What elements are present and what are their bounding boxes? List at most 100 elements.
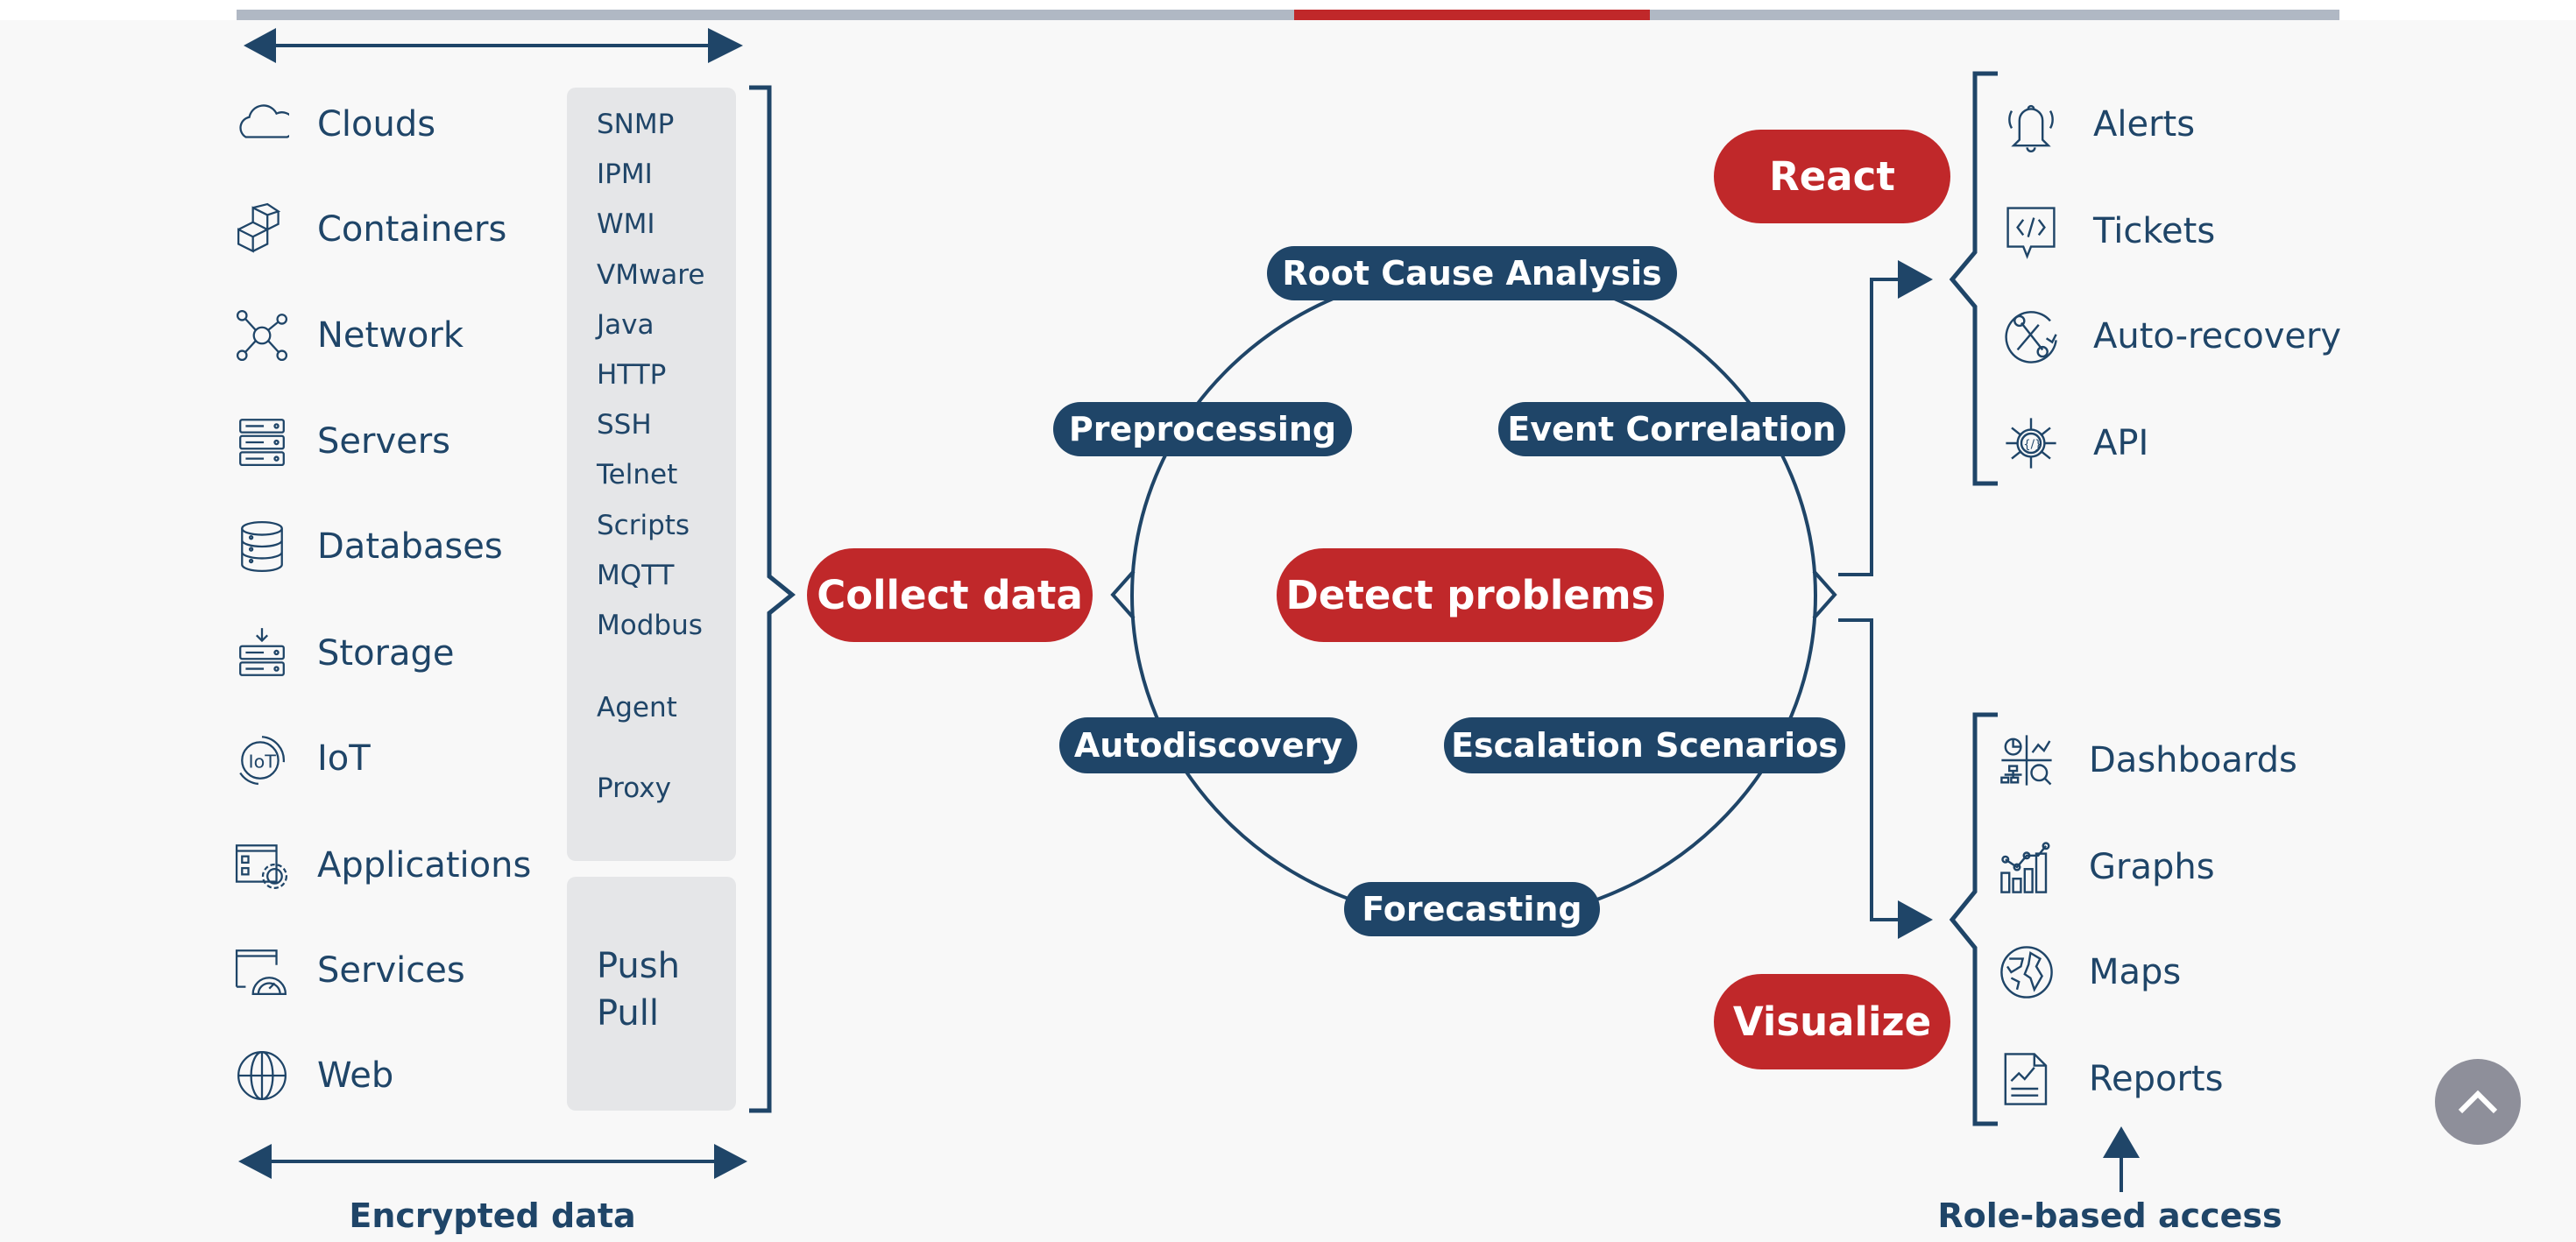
protocol-wmi: WMI bbox=[597, 208, 655, 240]
network-icon-wrap bbox=[235, 309, 296, 362]
encrypted-data-caption: Encrypted data bbox=[349, 1196, 636, 1235]
source-label: Network bbox=[317, 315, 464, 356]
protocol-mqtt: MQTT bbox=[597, 560, 675, 591]
scroll-to-top-button[interactable] bbox=[2435, 1059, 2521, 1145]
protocol-java: Java bbox=[597, 309, 655, 341]
graph-icon-wrap bbox=[1996, 836, 2057, 898]
globe-icon bbox=[237, 1050, 287, 1101]
iot-icon: IoT bbox=[239, 736, 285, 786]
protocol-snmp: SNMP bbox=[597, 109, 675, 140]
source-label: Servers bbox=[317, 421, 451, 462]
source-item-containers: Containers bbox=[235, 202, 506, 256]
protocols-panel bbox=[567, 88, 736, 861]
protocol-ipmi: IPMI bbox=[597, 159, 653, 190]
escalation-scenarios-step: Escalation Scenarios bbox=[1444, 717, 1845, 773]
output-item-maps: Maps bbox=[1996, 942, 2181, 1003]
containers-icon-wrap bbox=[235, 202, 296, 256]
ticket-code-icon bbox=[2006, 207, 2056, 259]
push-label: Push bbox=[597, 946, 680, 986]
top-arrow-left-head bbox=[244, 28, 276, 63]
source-label: Clouds bbox=[317, 104, 436, 145]
output-label: Auto-recovery bbox=[2093, 316, 2342, 356]
applications-icon-wrap bbox=[235, 839, 296, 892]
source-label: Applications bbox=[317, 845, 532, 886]
world-map-icon bbox=[2000, 946, 2053, 999]
cycle-right-chevron bbox=[1812, 569, 1837, 620]
tools-recovery-icon-wrap bbox=[2000, 306, 2062, 367]
scroll-progress-bar bbox=[237, 10, 2339, 20]
output-item-dashboards: Dashboards bbox=[1996, 730, 2297, 791]
visualize-connector bbox=[1838, 618, 1901, 921]
protocol-telnet: Telnet bbox=[597, 459, 678, 490]
source-item-web: Web bbox=[235, 1049, 393, 1102]
source-item-network: Network bbox=[235, 309, 464, 362]
source-item-iot: IoT IoT bbox=[235, 732, 371, 786]
output-label: Maps bbox=[2089, 952, 2182, 992]
servers-icon-wrap bbox=[235, 415, 296, 468]
output-label: Tickets bbox=[2093, 211, 2216, 251]
graph-icon bbox=[2000, 842, 2050, 893]
visualize-bracket bbox=[1949, 712, 1998, 1126]
output-item-api: {/} API bbox=[2000, 413, 2148, 474]
svg-text:IoT: IoT bbox=[249, 751, 277, 772]
react-arrow-head bbox=[1898, 260, 1933, 299]
cloud-icon-wrap bbox=[235, 98, 296, 151]
output-label: Reports bbox=[2089, 1059, 2224, 1099]
cloud-icon bbox=[239, 104, 289, 138]
containers-icon bbox=[237, 202, 281, 253]
push-pull-panel bbox=[567, 877, 736, 1111]
collect-data-stage: Collect data bbox=[807, 548, 1093, 642]
ticket-code-icon-wrap bbox=[2000, 201, 2062, 262]
pull-label: Pull bbox=[597, 993, 659, 1034]
dashboard-icon bbox=[2000, 735, 2052, 786]
bell-icon bbox=[2008, 104, 2054, 152]
protocol-modbus: Modbus bbox=[597, 610, 703, 641]
source-label: IoT bbox=[317, 738, 371, 779]
sources-bracket bbox=[749, 85, 796, 1113]
top-arrow-right-head bbox=[708, 28, 743, 63]
source-item-storage: Storage bbox=[235, 627, 455, 680]
scroll-progress-fill bbox=[1294, 10, 1650, 20]
applications-icon bbox=[235, 844, 288, 889]
protocol-ssh: SSH bbox=[597, 409, 652, 441]
role-based-access-caption: Role-based access bbox=[1937, 1196, 2282, 1235]
source-item-servers: Servers bbox=[235, 415, 450, 468]
source-label: Web bbox=[317, 1055, 394, 1096]
source-item-services: Services bbox=[235, 944, 465, 997]
role-arrow-head bbox=[2103, 1126, 2140, 1158]
root-cause-analysis-step: Root Cause Analysis bbox=[1267, 246, 1677, 300]
react-stage: React bbox=[1714, 130, 1950, 223]
react-connector bbox=[1838, 278, 1901, 576]
detect-problems-stage: Detect problems bbox=[1277, 548, 1664, 642]
output-item-tickets: Tickets bbox=[2000, 201, 2215, 262]
preprocessing-step: Preprocessing bbox=[1053, 402, 1352, 456]
source-item-clouds: Clouds bbox=[235, 98, 435, 151]
report-icon bbox=[2004, 1053, 2048, 1105]
source-label: Storage bbox=[317, 633, 455, 674]
svg-text:{/}: {/} bbox=[2023, 439, 2042, 452]
visualize-arrow-head bbox=[1898, 900, 1933, 939]
protocol-http: HTTP bbox=[597, 359, 667, 391]
storage-icon bbox=[239, 628, 285, 676]
protocol-scripts: Scripts bbox=[597, 510, 690, 541]
forecasting-step: Forecasting bbox=[1344, 882, 1600, 936]
api-icon-wrap: {/} bbox=[2000, 413, 2062, 474]
database-icon bbox=[241, 520, 283, 573]
bottom-arrow-left-head bbox=[238, 1144, 272, 1179]
output-label: Dashboards bbox=[2089, 740, 2297, 780]
services-icon-wrap bbox=[235, 944, 296, 997]
autodiscovery-step: Autodiscovery bbox=[1059, 717, 1357, 773]
storage-icon-wrap bbox=[235, 627, 296, 680]
bottom-arrow-right-head bbox=[714, 1144, 747, 1179]
protocol-proxy: Proxy bbox=[597, 773, 671, 804]
protocol-agent: Agent bbox=[597, 692, 677, 723]
visualize-stage: Visualize bbox=[1714, 974, 1950, 1069]
dashboard-icon-wrap bbox=[1996, 730, 2057, 791]
output-item-graphs: Graphs bbox=[1996, 836, 2215, 898]
source-item-applications: Applications bbox=[235, 839, 531, 892]
output-label: Alerts bbox=[2093, 104, 2196, 145]
source-label: Services bbox=[317, 950, 465, 991]
services-icon bbox=[235, 949, 287, 996]
api-icon: {/} bbox=[2006, 418, 2056, 469]
output-label: API bbox=[2093, 423, 2149, 463]
